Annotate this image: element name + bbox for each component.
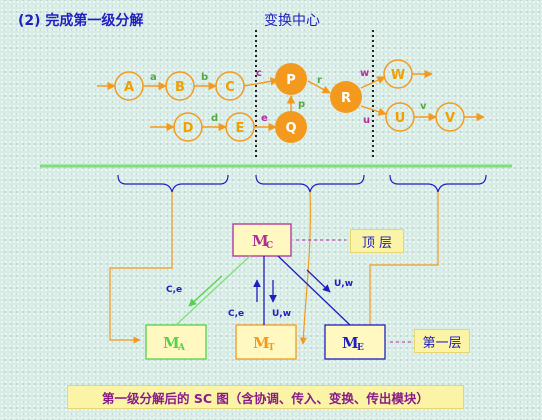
- dfd-node-q: Q: [275, 111, 307, 143]
- module-transform: M T: [235, 324, 297, 360]
- brace-transform: [255, 174, 365, 193]
- transform-center-label: 变换中心: [264, 13, 320, 29]
- edge-u: [360, 105, 387, 116]
- flow-label-from-transform: C,e: [228, 309, 244, 319]
- dfd-node-v: V: [435, 102, 465, 132]
- figure-caption: 第一级分解后的 SC 图（含协调、传入、变换、传出模块）: [67, 385, 464, 409]
- svg-text:T: T: [268, 343, 275, 353]
- edge-label-r: r: [317, 75, 322, 86]
- edge-label-p: p: [298, 99, 305, 110]
- edge-label-w: w: [360, 68, 369, 79]
- flow-label-to-transform: U,w: [272, 309, 291, 319]
- svg-text:V: V: [445, 111, 455, 126]
- call-to-output: [277, 255, 351, 326]
- edge-label-b: b: [201, 72, 208, 83]
- edge-label-v: v: [420, 101, 427, 112]
- dfd-node-r: R: [330, 81, 362, 113]
- edge-c: [243, 77, 279, 87]
- flow-label-to-output: U,w: [334, 279, 353, 289]
- svg-text:M: M: [342, 334, 359, 352]
- flow-arrow-to-output: [306, 269, 331, 293]
- edge-label-d: d: [211, 113, 218, 124]
- dfd-node-a: A: [114, 71, 144, 101]
- svg-text:M: M: [163, 334, 180, 352]
- svg-text:C: C: [225, 80, 235, 95]
- svg-text:W: W: [391, 68, 405, 83]
- svg-text:P: P: [286, 73, 296, 88]
- svg-text:D: D: [183, 121, 194, 136]
- dfd-node-d: D: [173, 112, 203, 142]
- dfd-node-e: E: [225, 112, 255, 142]
- svg-text:A: A: [177, 343, 186, 353]
- dfd-node-u: U: [385, 102, 415, 132]
- first-layer-label: 第一层: [414, 329, 470, 353]
- edge-label-c: c: [256, 68, 262, 79]
- edge-label-e: e: [261, 113, 268, 124]
- svg-text:Q: Q: [285, 121, 296, 136]
- edge-w: [360, 76, 386, 89]
- edge-label-u: u: [363, 115, 370, 126]
- edge-label-a: a: [150, 72, 157, 83]
- map-output: [366, 192, 439, 346]
- dfd-node-b: B: [165, 71, 195, 101]
- svg-text:U: U: [395, 111, 406, 126]
- svg-text:R: R: [341, 91, 351, 106]
- edge-r: [307, 80, 331, 94]
- brace-output: [389, 174, 487, 193]
- call-to-input: [175, 255, 251, 326]
- module-output: M E: [324, 324, 386, 360]
- svg-text:C: C: [266, 241, 273, 251]
- svg-text:A: A: [124, 80, 134, 95]
- flow-label-to-input: C,e: [166, 285, 182, 295]
- top-layer-label: 顶 层: [350, 229, 404, 253]
- dfd-node-c: C: [215, 71, 245, 101]
- svg-text:E: E: [236, 121, 245, 136]
- section-title: (2) 完成第一级分解: [18, 13, 144, 29]
- svg-text:M: M: [253, 334, 270, 352]
- svg-text:E: E: [357, 343, 364, 353]
- svg-text:B: B: [175, 80, 185, 95]
- module-input: M A: [145, 324, 207, 360]
- flow-arrow-to-input: [188, 275, 223, 307]
- dfd-node-p: P: [275, 63, 307, 95]
- map-input: [109, 192, 173, 344]
- map-transform: [299, 191, 311, 345]
- module-top: M C: [232, 223, 292, 257]
- brace-input: [117, 174, 229, 193]
- dfd-node-w: W: [383, 59, 413, 89]
- svg-text:M: M: [252, 232, 269, 250]
